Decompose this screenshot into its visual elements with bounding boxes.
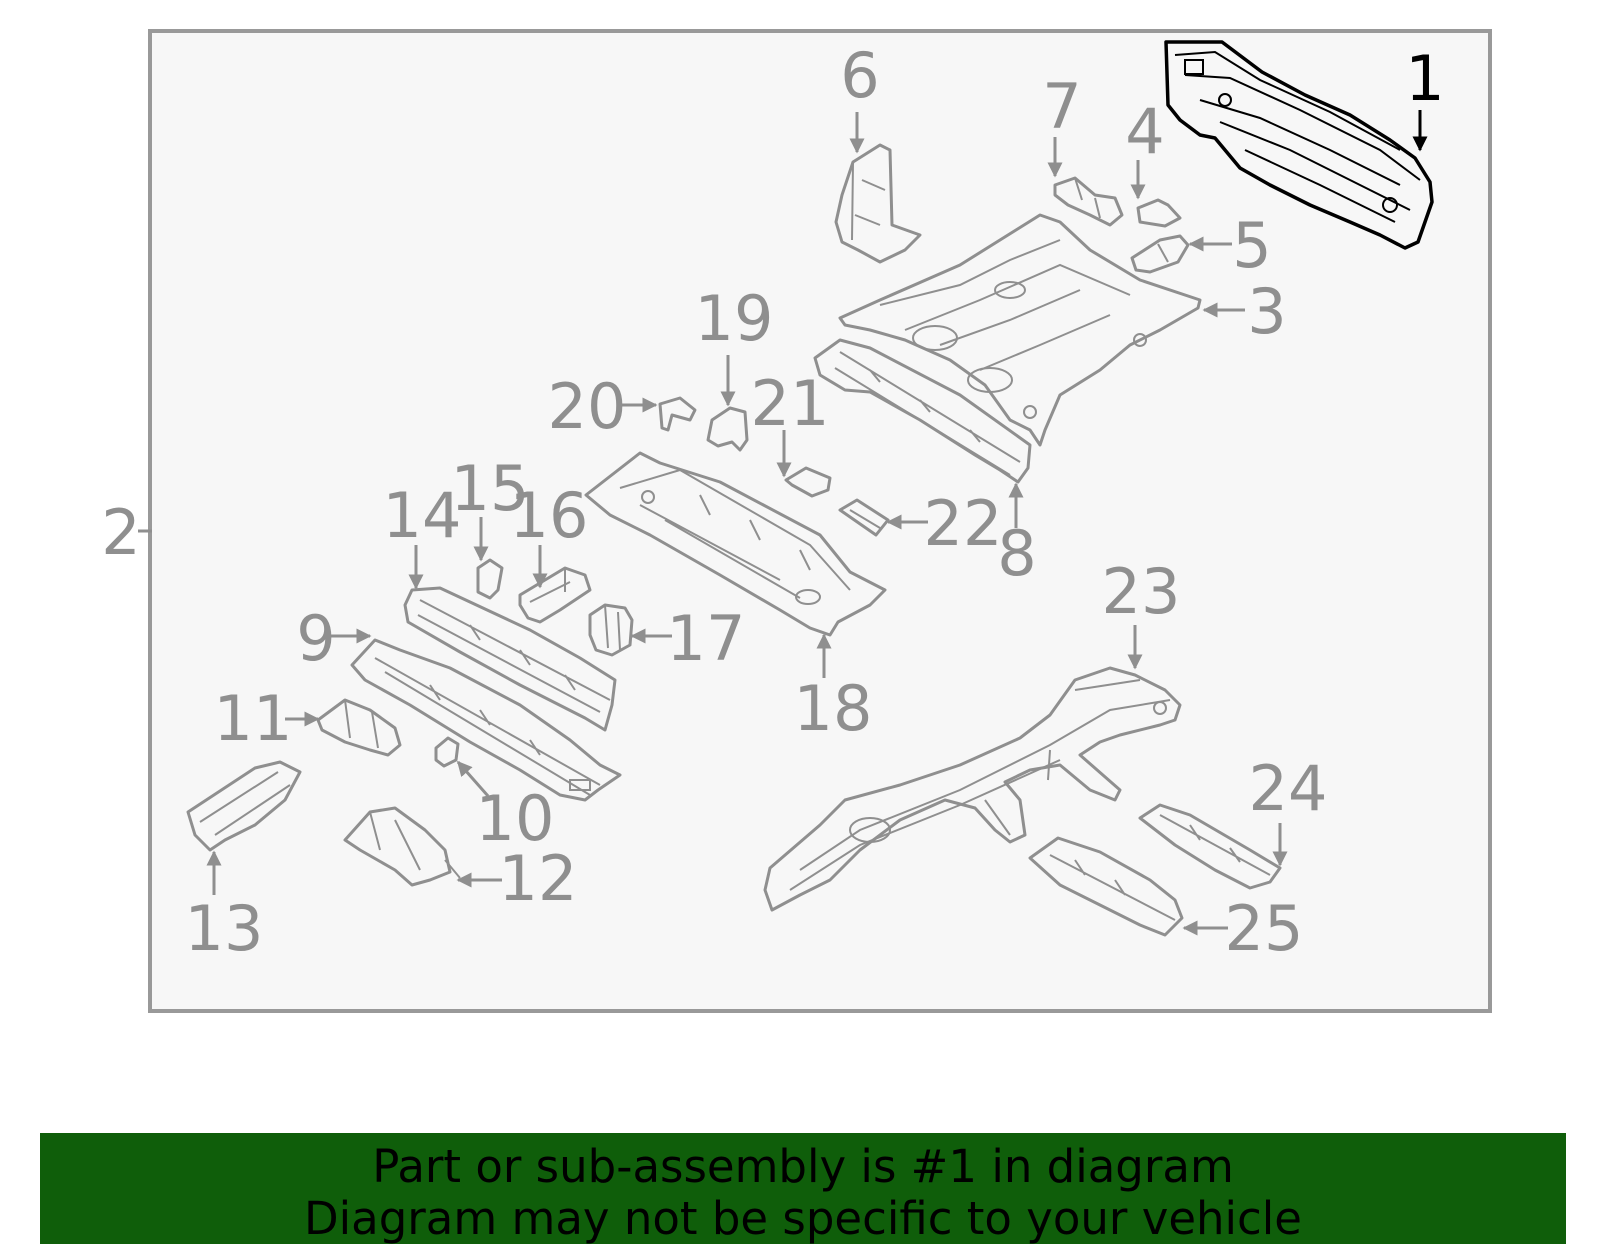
banner-line-1: Part or sub-assembly is #1 in diagram (372, 1140, 1234, 1193)
callout-22[interactable]: 22 (924, 487, 1003, 560)
part-1-shape[interactable] (1164, 40, 1434, 250)
callout-3[interactable]: 3 (1247, 275, 1286, 348)
callout-17[interactable]: 17 (667, 602, 746, 675)
part-14-side-sill[interactable] (403, 586, 617, 732)
part-13-bracket[interactable] (186, 760, 302, 852)
part-6-bracket[interactable] (834, 143, 922, 264)
callout-7[interactable]: 7 (1042, 70, 1081, 143)
callout-20[interactable]: 20 (548, 370, 627, 443)
part-21-plate[interactable] (784, 466, 832, 498)
callout-8[interactable]: 8 (997, 517, 1036, 590)
part-10-clip[interactable] (434, 736, 460, 768)
callout-10[interactable]: 10 (476, 782, 555, 855)
part-8-cross-member[interactable] (813, 338, 1032, 484)
callout-11[interactable]: 11 (214, 682, 293, 755)
part-19-bracket[interactable] (706, 406, 749, 452)
callout-19[interactable]: 19 (695, 282, 774, 355)
callout-24[interactable]: 24 (1249, 752, 1328, 825)
part-24-rail-reinforcement[interactable] (1138, 803, 1282, 890)
part-12-bracket[interactable] (343, 806, 461, 887)
part-23-frame-rail[interactable] (763, 666, 1182, 912)
part-16-bracket[interactable] (518, 566, 592, 624)
callout-4[interactable]: 4 (1125, 95, 1164, 168)
callout-1[interactable]: 1 (1405, 42, 1444, 115)
callout-23[interactable]: 23 (1102, 555, 1181, 628)
callout-5[interactable]: 5 (1232, 209, 1271, 282)
callout-16[interactable]: 16 (510, 479, 589, 552)
part-20-clip[interactable] (658, 396, 697, 432)
part-1-rear-panel[interactable] (1164, 40, 1434, 250)
callout-21[interactable]: 21 (751, 367, 830, 440)
callout-6[interactable]: 6 (840, 39, 879, 112)
callout-15[interactable]: 15 (451, 452, 530, 525)
part-3-rear-floor[interactable] (838, 213, 1202, 447)
banner-line-2: Diagram may not be specific to your vehi… (304, 1192, 1302, 1245)
callout-9[interactable]: 9 (296, 602, 335, 675)
callout-25[interactable]: 25 (1225, 892, 1304, 965)
callout-12[interactable]: 12 (499, 842, 578, 915)
part-25-rail-reinforcement[interactable] (1028, 836, 1184, 937)
callout-18[interactable]: 18 (794, 672, 873, 745)
callout-2[interactable]: 2 (101, 496, 140, 569)
part-11-bracket[interactable] (316, 698, 402, 757)
leader-10 (456, 760, 490, 797)
part-17-bracket[interactable] (588, 603, 634, 657)
info-banner: Part or sub-assembly is #1 in diagram Di… (40, 1133, 1566, 1245)
part-18-center-floor[interactable] (584, 451, 887, 637)
part-15-clip[interactable] (476, 558, 504, 600)
callout-14[interactable]: 14 (383, 479, 462, 552)
part-9-side-rail[interactable] (350, 638, 622, 802)
callout-13[interactable]: 13 (185, 892, 264, 965)
part-4-bracket[interactable] (1136, 198, 1182, 228)
part-7-bracket[interactable] (1053, 176, 1124, 227)
part-5-bracket[interactable] (1130, 234, 1190, 274)
